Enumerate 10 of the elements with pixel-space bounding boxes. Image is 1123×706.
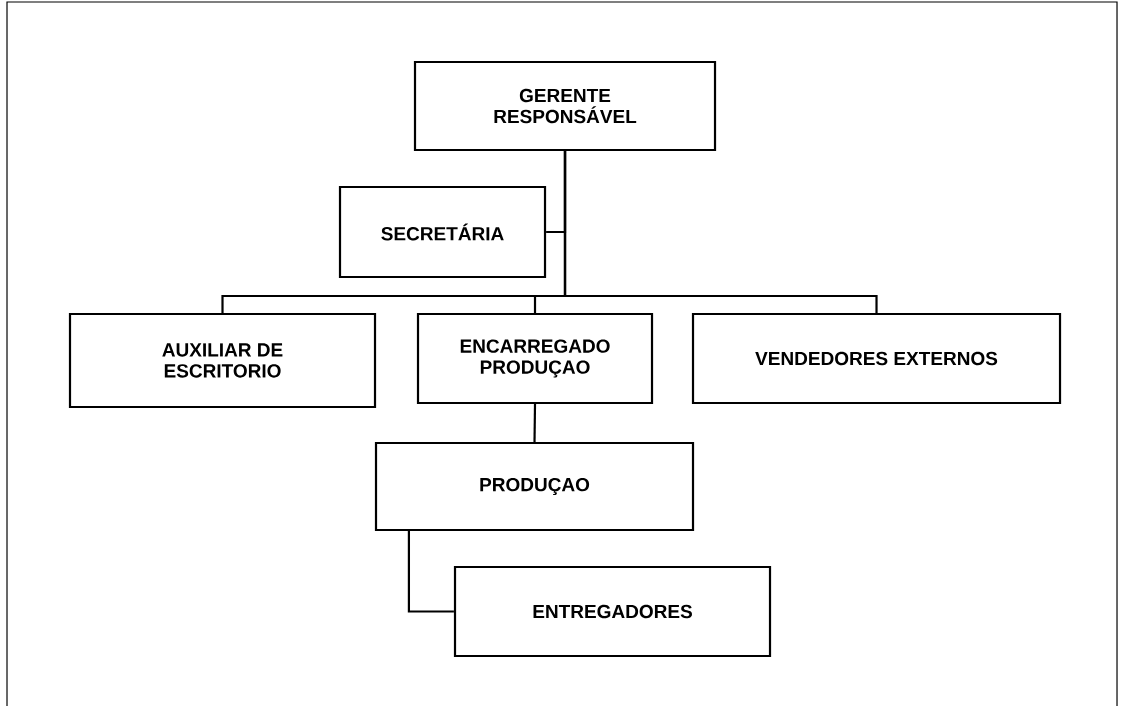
connector-line [563, 151, 878, 313]
connector-line [533, 404, 537, 442]
manager-box: GERENTE RESPONSÁVEL [413, 60, 717, 152]
role-box: ENTREGADORES [453, 565, 772, 658]
role-box: PRODUÇAO [374, 441, 695, 532]
connector-line [407, 531, 454, 613]
secretary-box: SECRETÁRIA [338, 185, 547, 279]
role-box: VENDEDORES EXTERNOS [691, 312, 1062, 405]
role-box: AUXILIAR DE ESCRITORIO [68, 312, 377, 409]
role-box: ENCARREGADO PRODUÇAO [416, 312, 654, 405]
